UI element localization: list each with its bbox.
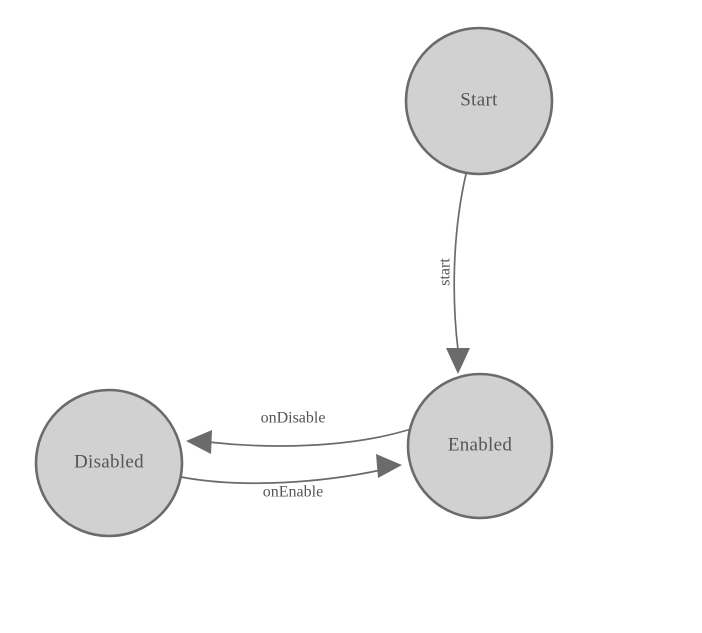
edge-path-start: [453, 173, 467, 351]
node-shape-start: [404, 26, 554, 176]
edge-label-ondisable: onDisable: [261, 410, 326, 427]
edge-label-start: start: [437, 258, 454, 286]
arrowhead-icon-start: [446, 348, 470, 374]
node-enabled[interactable]: Enabled: [406, 372, 554, 520]
arrowhead-icon-onenable: [376, 454, 402, 478]
node-shape-disabled: [34, 388, 184, 538]
node-label-start: Start: [460, 89, 498, 110]
node-disabled[interactable]: Disabled: [34, 388, 184, 538]
edge-disabled-to-enabled[interactable]: onEnable: [180, 454, 402, 501]
edge-path-ondisable: [207, 428, 412, 447]
edge-path-onenable: [180, 469, 382, 485]
edge-enabled-to-disabled[interactable]: onDisable: [186, 410, 412, 454]
edge-start-to-enabled[interactable]: start: [437, 173, 470, 374]
arrowhead-icon-ondisable: [186, 430, 212, 454]
node-label-disabled: Disabled: [74, 451, 144, 472]
node-start[interactable]: Start: [404, 26, 554, 176]
edge-label-onenable: onEnable: [263, 484, 323, 501]
node-label-enabled: Enabled: [448, 434, 513, 455]
node-shape-enabled: [406, 372, 554, 520]
